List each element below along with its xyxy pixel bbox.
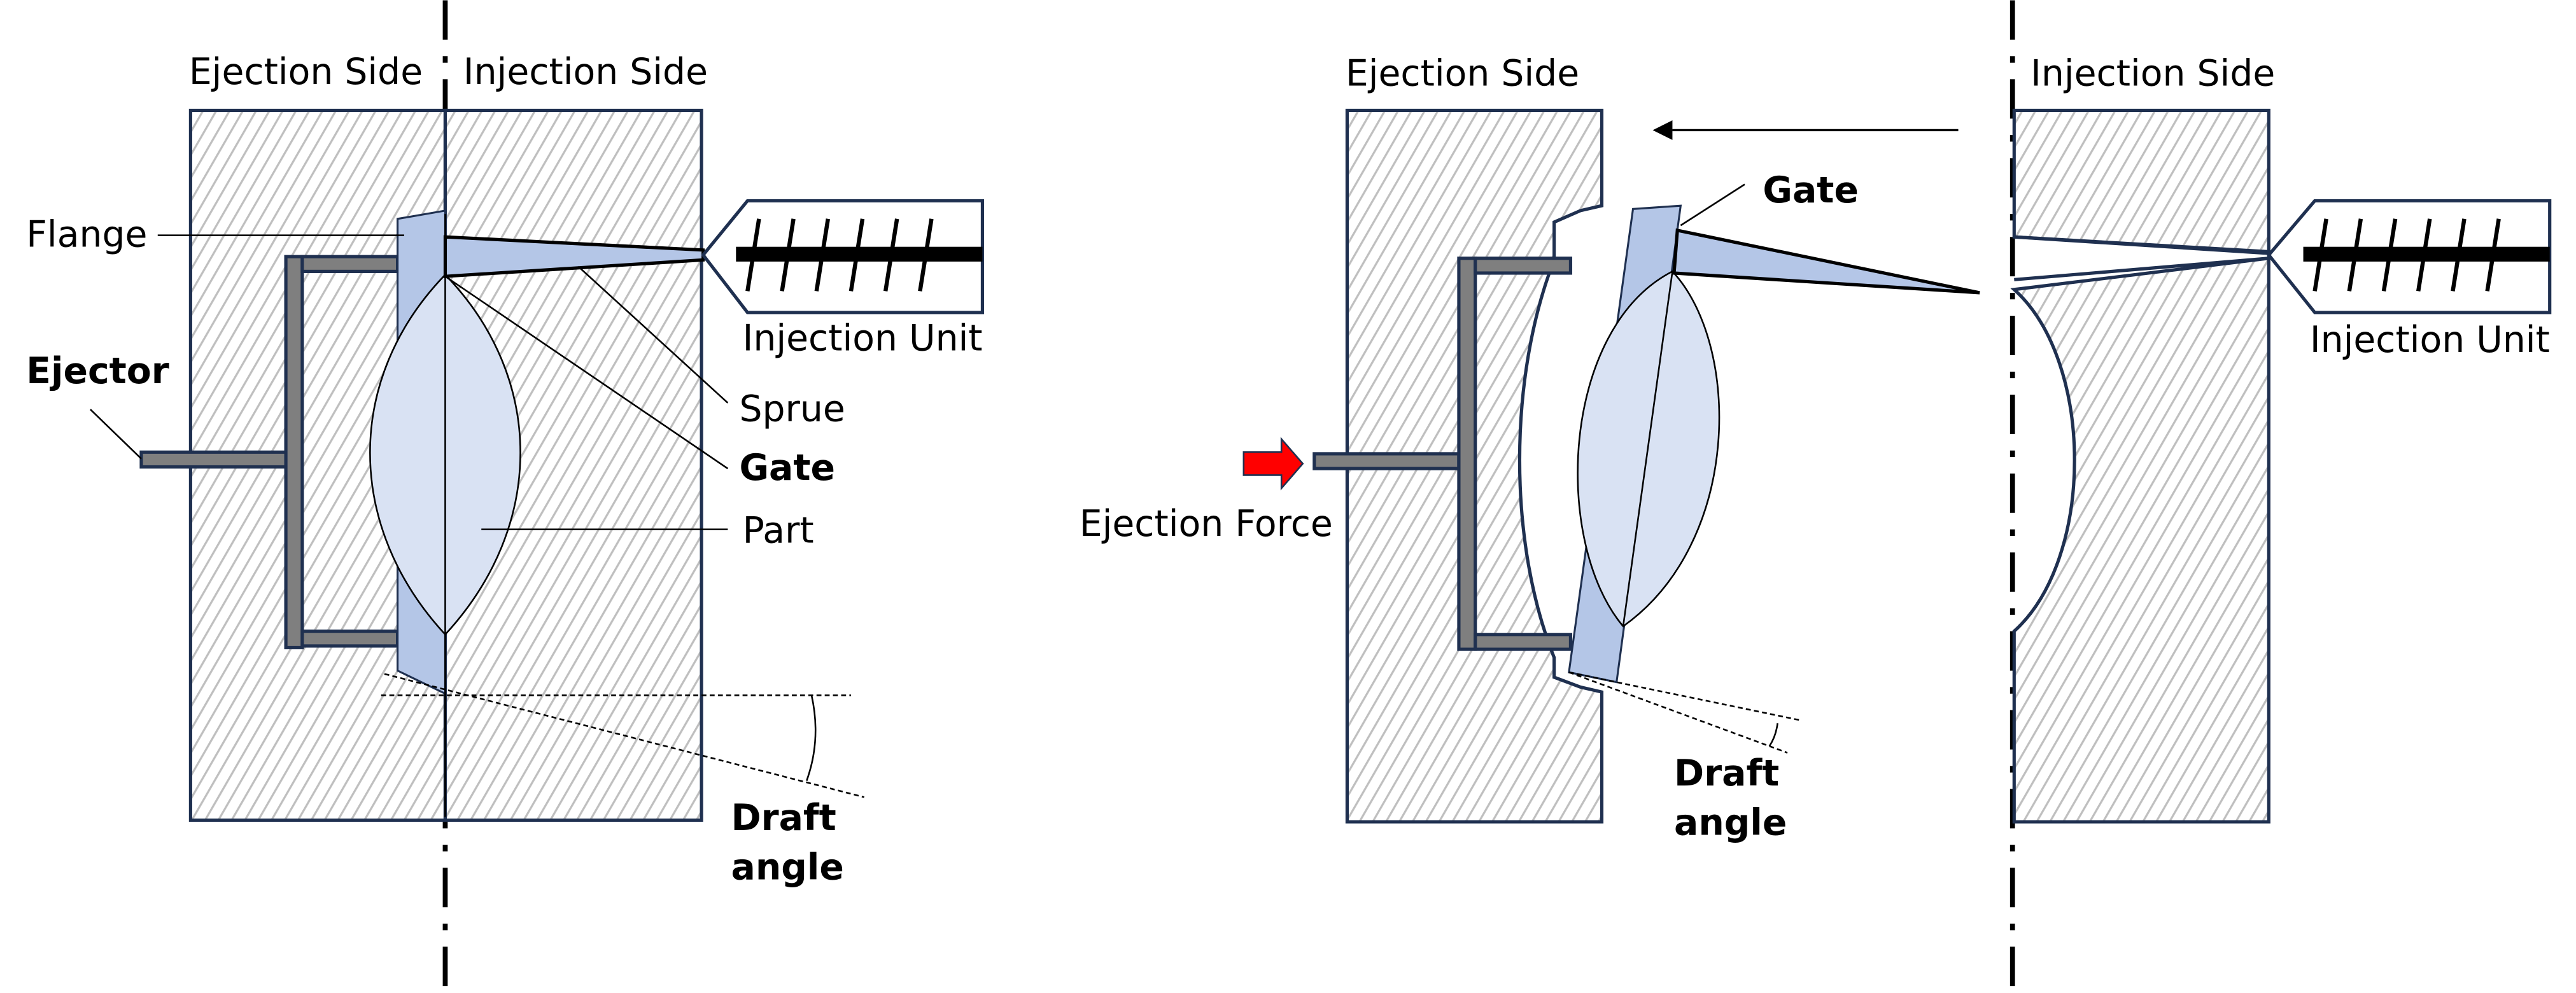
label-part: Part — [743, 509, 814, 551]
label-draft-angle-2: angle — [1674, 802, 1787, 844]
label-ejection-force: Ejection Force — [1080, 503, 1333, 545]
sprue — [443, 235, 705, 278]
injection-unit — [701, 199, 985, 314]
injection-side-mold-half — [2010, 108, 2270, 824]
label-flange: Flange — [26, 214, 147, 256]
label-gate: Gate — [739, 447, 835, 489]
label-injection-side: Injection Side — [2031, 53, 2275, 95]
ejector — [139, 255, 400, 650]
label-gate: Gate — [1763, 169, 1859, 211]
left-panel-closed-mold: Ejection Side Injection Side Flange Ejec… — [26, 0, 985, 993]
ejection-force-arrow — [1242, 437, 1304, 491]
label-injection-side: Injection Side — [463, 51, 708, 93]
label-injection-unit: Injection Unit — [2310, 319, 2550, 361]
label-sprue: Sprue — [739, 388, 845, 430]
label-ejector: Ejector — [26, 350, 169, 392]
sprue — [1672, 228, 1980, 295]
right-panel-open-mold: Ejection Side Injection Side Gate Inject… — [1080, 0, 2552, 993]
label-draft-angle-2: angle — [731, 846, 844, 888]
label-ejection-side: Ejection Side — [189, 51, 423, 93]
ejector — [1313, 257, 1573, 651]
label-draft-angle-1: Draft — [731, 797, 836, 839]
injection-unit — [2267, 199, 2552, 314]
label-draft-angle-1: Draft — [1674, 752, 1779, 794]
label-ejection-side: Ejection Side — [1346, 53, 1579, 95]
label-injection-unit: Injection Unit — [743, 317, 983, 359]
